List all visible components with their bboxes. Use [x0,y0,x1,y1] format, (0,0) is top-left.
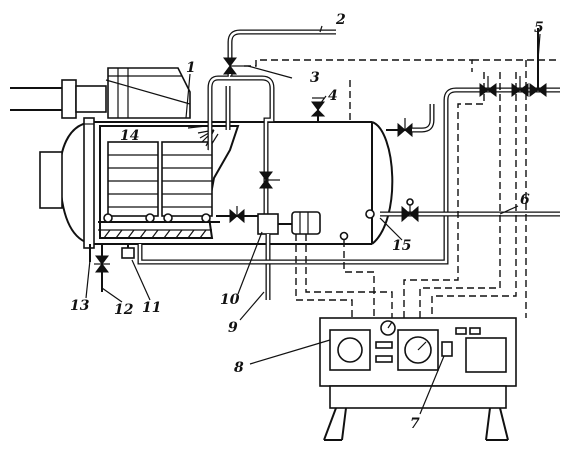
main-line-6 [380,198,560,223]
outlet-valve-upper [386,104,435,138]
callout-15: 15 [392,238,411,254]
autoclave-vessel [39,117,394,249]
callout-8: 8 [234,360,244,376]
steam-supply-line [207,29,336,300]
callout-5: 5 [534,20,544,36]
door-hinge-assembly [10,67,191,119]
callout-7: 7 [410,416,420,432]
callout-2: 2 [335,12,346,28]
callout-12: 12 [114,302,134,318]
callout-14: 14 [120,128,139,144]
leader-lines [85,25,541,415]
control-panel [319,317,517,441]
callout-10: 10 [220,292,240,308]
control-lines [244,59,560,318]
callout-13: 13 [70,298,90,314]
safety-valve [310,97,326,122]
callout-1: 1 [186,60,196,76]
callout-3: 3 [310,70,320,86]
callout-6: 6 [520,192,530,208]
callout-11: 11 [142,300,161,316]
callout-4: 4 [328,88,338,104]
condensate-drain-assembly [89,87,470,292]
callout-9: 9 [228,320,238,336]
